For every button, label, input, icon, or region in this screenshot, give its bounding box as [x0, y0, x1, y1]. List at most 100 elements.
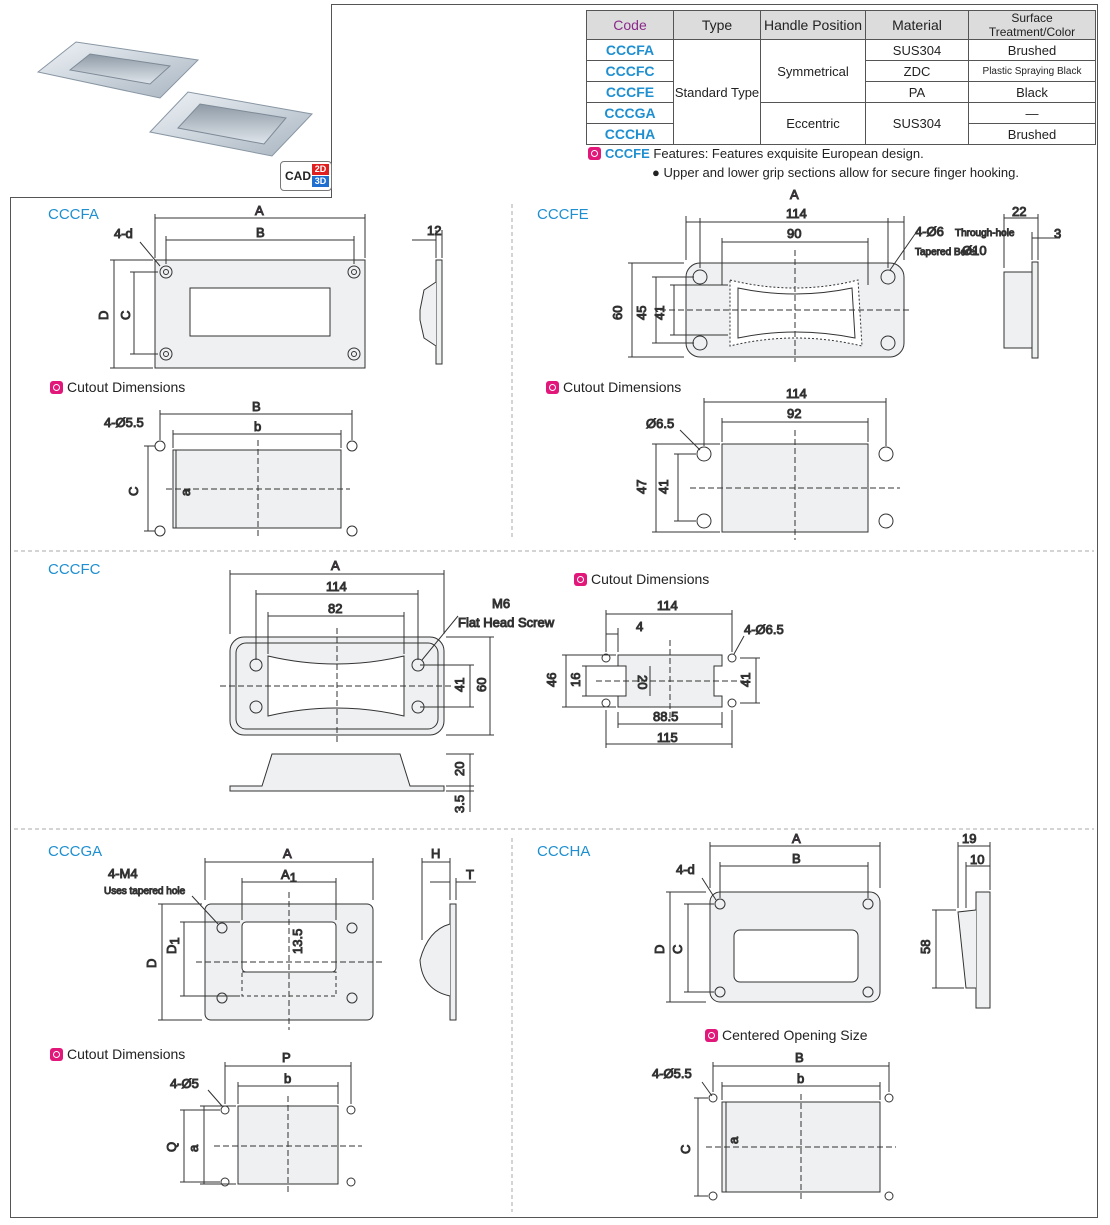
finish-3: Black [968, 81, 1096, 103]
dim-cccfa-B: B [256, 225, 265, 240]
feature-note: CCCFE Features: Features exquisite Europ… [588, 146, 924, 161]
circle-marker-icon [546, 381, 559, 394]
circle-marker-icon [588, 147, 601, 160]
dim-fc-m6: M6 [492, 596, 510, 611]
cccga-cutout-view [180, 1062, 362, 1192]
dim-fe-hole-tapered: Tapered Bore [915, 247, 975, 258]
dim-fc-20: 20 [452, 762, 467, 776]
heading-cccga: CCCGA [48, 843, 103, 860]
cccfe-cutout-view [652, 398, 900, 540]
dim-gacut-b: b [284, 1071, 291, 1086]
dim-fe-90: 90 [787, 226, 801, 241]
dim-ga-A1-main: A [281, 867, 290, 882]
header-surface: Surface Treatment/Color [968, 10, 1096, 40]
dim-hacut-hole: 4-Ø5.5 [652, 1066, 692, 1081]
dim-cut-b: b [254, 419, 261, 434]
dim-fe-A: A [790, 187, 799, 202]
heading-cccfa: CCCFA [48, 206, 99, 223]
feature-note-2: ● Upper and lower grip sections allow fo… [652, 165, 1019, 180]
dim-ha-A: A [792, 831, 801, 846]
cad-3d-badge[interactable]: 3D [312, 176, 329, 187]
feature-code: CCCFE [605, 146, 650, 161]
header-code: Code [586, 10, 674, 40]
cccha-front-view [666, 842, 881, 1003]
product-photo-illustration [36, 41, 314, 157]
caption-text: Cutout Dimensions [67, 1046, 186, 1062]
caption-text: Cutout Dimensions [563, 379, 682, 395]
dim-ga-D1-main: D [164, 945, 179, 954]
cccfa-cutout-view [144, 410, 358, 537]
dim-ha-C: C [670, 945, 685, 954]
cccfc-front-view [220, 570, 494, 812]
dim-ha-B: B [792, 851, 801, 866]
circle-marker-icon [50, 1048, 63, 1061]
dim-cccfa-12: 12 [427, 223, 441, 238]
heading-cccfc: CCCFC [48, 561, 101, 578]
bullet-icon: ● [652, 165, 660, 180]
dim-hacut-b: b [797, 1071, 804, 1086]
dim-ga-T: T [466, 867, 474, 882]
dim-fe-22: 22 [1012, 204, 1026, 219]
dim-fe-hole-10: Ø10 [962, 243, 987, 258]
dim-fc-41: 41 [452, 678, 467, 692]
feature-line-1: Features: Features exquisite European de… [653, 146, 924, 161]
dim-ga-m4: 4-M4 [108, 866, 138, 881]
dim-fccut-114: 114 [657, 598, 678, 613]
dim-fccut-885: 88.5 [653, 709, 678, 724]
circle-marker-icon [705, 1029, 718, 1042]
dim-ga-m4-note: Uses tapered hole [104, 886, 186, 897]
circle-marker-icon [574, 573, 587, 586]
finish-4: — [968, 102, 1096, 124]
dim-fe-3: 3 [1054, 226, 1061, 241]
material-4: SUS304 [865, 102, 969, 145]
dim-fe-60: 60 [610, 306, 625, 320]
dim-ga-A1-sub: 1 [290, 870, 297, 885]
heading-cccfe: CCCFE [537, 206, 589, 223]
material-2: ZDC [865, 60, 969, 82]
caption-cutout-cccfa: Cutout Dimensions [50, 379, 185, 395]
caption-text: Cutout Dimensions [67, 379, 186, 395]
header-material: Material [865, 10, 969, 40]
cccga-side-view [419, 858, 476, 1021]
dim-hacut-a: a [726, 1136, 741, 1144]
dim-fccut-46: 46 [544, 673, 559, 687]
dim-fecut-92: 92 [787, 406, 801, 421]
cccfe-side-view [1003, 214, 1060, 359]
dim-cut-a: a [178, 488, 193, 496]
dim-hacut-C: C [678, 1145, 693, 1154]
dim-fecut-65: Ø6.5 [646, 416, 674, 431]
caption-text: Cutout Dimensions [591, 571, 710, 587]
dim-ga-135: 13.5 [290, 929, 305, 954]
dim-cccfa-d: 4-d [114, 226, 133, 241]
header-type: Type [673, 10, 761, 40]
cccfc-cutout-view [562, 610, 760, 748]
dim-gacut-P: P [282, 1050, 291, 1065]
heading-cccha: CCCHA [537, 843, 591, 860]
dim-fccut-41: 41 [738, 673, 753, 687]
dim-ha-19: 19 [962, 831, 976, 846]
dim-ha-10: 10 [970, 852, 984, 867]
dim-cut-hole: 4-Ø5.5 [104, 415, 144, 430]
cad-badge[interactable]: CAD 2D 3D [280, 161, 332, 191]
dim-gacut-a: a [186, 1144, 201, 1152]
dim-ga-A: A [283, 846, 292, 861]
dim-fecut-41: 41 [656, 480, 671, 494]
cccfe-front-view [628, 216, 916, 362]
cad-label: CAD [285, 169, 311, 183]
dim-hacut-B: B [795, 1050, 804, 1065]
position-symmetrical: Symmetrical [760, 39, 866, 103]
dim-cccfa-A: A [255, 203, 264, 218]
dim-fe-hole-through: Through-hole [955, 228, 1015, 239]
dim-fe-hole: 4-Ø6 [915, 224, 944, 239]
material-1: SUS304 [865, 39, 969, 61]
drawing-frame [10, 4, 1098, 1218]
dim-ga-D1: D1 [164, 937, 182, 954]
dim-cccfa-C: C [118, 311, 133, 320]
cad-2d-badge[interactable]: 2D [312, 164, 329, 175]
dim-fccut-20: 20 [635, 675, 650, 689]
dim-gacut-Q: Q [164, 1142, 179, 1152]
caption-centered: Centered Opening Size [705, 1027, 868, 1043]
dim-fecut-114: 114 [786, 386, 807, 401]
cccha-side-view [932, 842, 991, 1009]
